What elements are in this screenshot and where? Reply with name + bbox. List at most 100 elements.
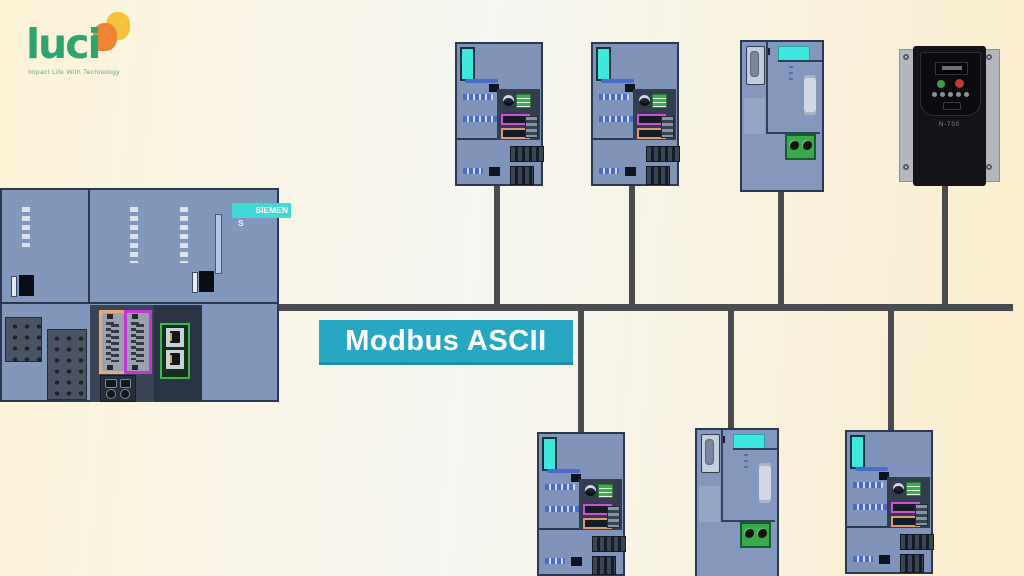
terminal-label-row xyxy=(463,168,483,174)
db9-serial-port xyxy=(746,46,765,85)
terminal-socket-icon xyxy=(789,140,799,150)
terminal-label-row xyxy=(545,558,565,564)
drop-line xyxy=(942,183,948,306)
status-led-strip xyxy=(130,207,138,263)
model-label: N-700 xyxy=(938,122,961,128)
comm-module-bottom xyxy=(695,428,779,576)
terminal-icon xyxy=(652,93,667,108)
terminal-icon xyxy=(906,481,921,496)
case-divider xyxy=(766,42,768,134)
connector-icons xyxy=(893,481,921,496)
screw-icon xyxy=(986,54,992,60)
terminal-label-row xyxy=(599,168,619,174)
terminal-label-row xyxy=(853,556,873,562)
terminal-block xyxy=(510,146,544,162)
terminal-block xyxy=(646,146,680,162)
io-panel xyxy=(633,89,676,140)
terminal-block xyxy=(592,556,616,575)
port-blank xyxy=(625,84,635,92)
port-blank xyxy=(489,167,500,176)
terminal-label-row xyxy=(545,506,581,512)
case-divider xyxy=(733,448,777,450)
terminal-block xyxy=(5,317,42,362)
terminal-grid xyxy=(607,506,620,528)
terminal-label-row xyxy=(853,504,889,510)
drop-line xyxy=(629,184,635,306)
keypad-panel xyxy=(920,52,981,116)
case-divider xyxy=(778,60,822,62)
drop-line xyxy=(578,309,584,433)
label-strip xyxy=(855,467,888,471)
port-blank xyxy=(199,271,214,292)
status-indicator-bar xyxy=(542,437,557,471)
drive-bottom-1 xyxy=(537,432,626,576)
status-led xyxy=(767,48,770,55)
logo-leaf-front-icon xyxy=(93,23,117,51)
drop-line xyxy=(728,309,734,429)
port-blank xyxy=(879,472,889,480)
label-strip-cyan xyxy=(778,46,810,61)
serial-port-magenta xyxy=(124,310,152,374)
display-screen xyxy=(935,62,968,75)
terminal-icon xyxy=(516,93,531,108)
connector-icons xyxy=(639,93,667,108)
terminal-block xyxy=(646,166,670,185)
case-divider xyxy=(721,430,723,522)
connector-slot xyxy=(943,102,961,110)
siemens-badge: SIEMEN xyxy=(232,203,291,218)
terminal-label-row xyxy=(853,482,883,488)
ethernet-port-block xyxy=(160,323,190,379)
connector-icons xyxy=(585,483,613,498)
luci-logo: luci Impact Life With Technology xyxy=(26,12,156,84)
terminal-label-row xyxy=(463,116,499,122)
run-button xyxy=(937,80,945,88)
side-panel xyxy=(744,98,765,134)
terminal-socket-icon xyxy=(802,140,812,150)
case-divider xyxy=(539,528,613,530)
db9-serial-port xyxy=(701,434,720,473)
label-strip xyxy=(547,469,580,473)
bus-line xyxy=(276,304,1013,311)
fan-icon xyxy=(503,95,514,106)
terminal-grid xyxy=(661,116,674,138)
drive-top-1 xyxy=(455,42,544,186)
case-divider xyxy=(457,138,531,140)
drop-line xyxy=(888,309,894,431)
status-led-strip xyxy=(789,66,793,82)
fan-icon xyxy=(639,95,650,106)
case-divider xyxy=(593,138,667,140)
case-divider xyxy=(847,526,921,528)
port-blank xyxy=(571,557,582,566)
keypad-buttons xyxy=(932,92,969,97)
terminal-block xyxy=(592,536,626,552)
siemens-badge-s: S xyxy=(238,218,244,228)
inverter-top-right: N-700 xyxy=(899,46,1000,186)
serial-port-orange xyxy=(99,310,127,374)
terminal-grid xyxy=(525,116,538,138)
case-divider xyxy=(766,132,820,134)
screw-icon xyxy=(903,54,909,60)
status-led-strip xyxy=(180,207,188,263)
latch-slot xyxy=(11,276,17,297)
terminal-label-row xyxy=(545,484,575,490)
connector-icons xyxy=(503,93,531,108)
terminal-grid xyxy=(915,504,928,526)
terminal-label-row xyxy=(599,116,635,122)
label-strip xyxy=(465,79,498,83)
connector-panel xyxy=(90,305,202,402)
power-terminal xyxy=(100,375,136,402)
terminal-socket-icon xyxy=(744,528,754,538)
fan-icon xyxy=(893,483,904,494)
status-led xyxy=(722,436,725,443)
latch-handle xyxy=(804,75,816,115)
bus-terminal-green xyxy=(740,522,771,548)
logo-wordmark: luci xyxy=(26,20,102,68)
terminal-block xyxy=(510,166,534,185)
comm-module-top xyxy=(740,40,824,192)
port-blank xyxy=(19,275,34,296)
fan-icon xyxy=(585,485,596,496)
siemens-plc-node: SIEMEN S xyxy=(0,188,291,402)
case-divider xyxy=(2,302,277,304)
